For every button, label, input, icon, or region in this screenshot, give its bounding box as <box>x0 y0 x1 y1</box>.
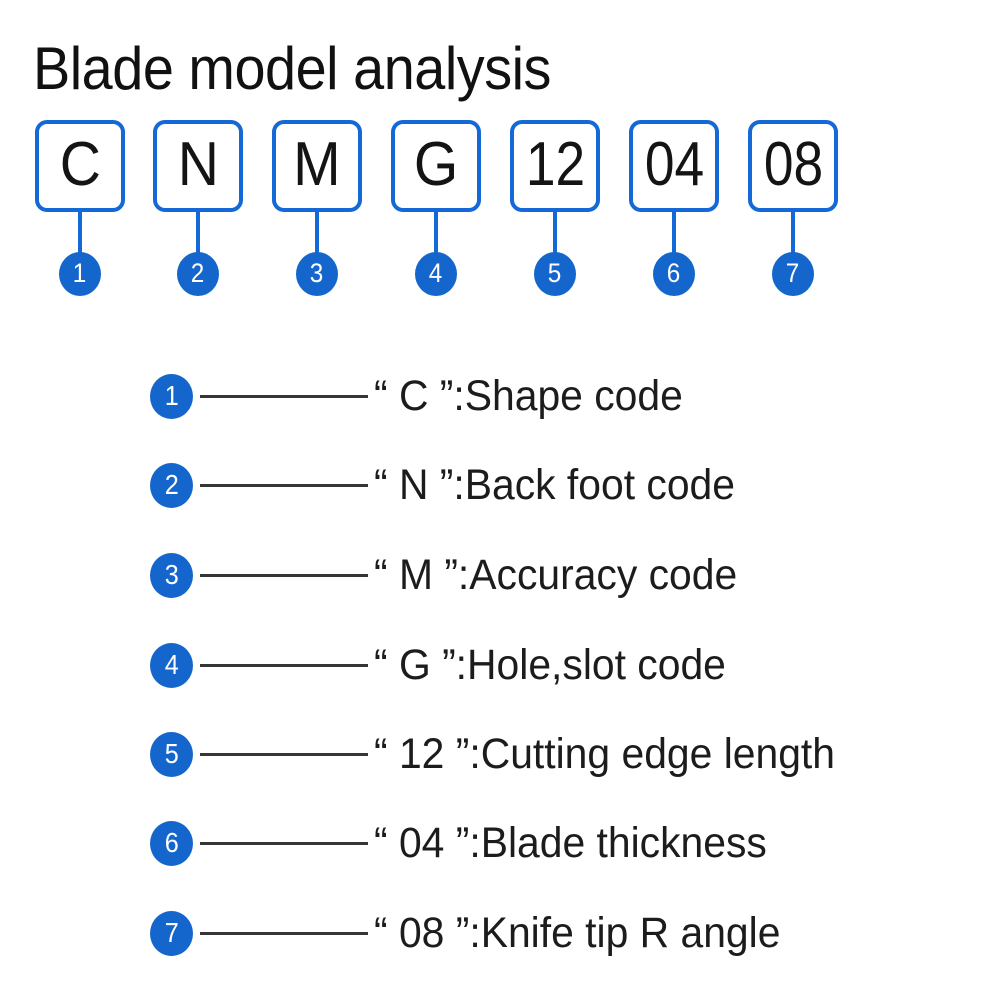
code-box-1-value: C <box>59 130 101 199</box>
legend-connector-line-2 <box>200 484 368 487</box>
code-marker-6[interactable]: 6 <box>653 252 695 296</box>
legend-row-3[interactable]: 3 “ M ”:Accuracy code <box>0 551 1001 609</box>
code-marker-5-number: 5 <box>548 258 562 288</box>
legend-marker-7[interactable]: 7 <box>150 911 193 956</box>
legend-row-6[interactable]: 6 “ 04 ”:Blade thickness <box>0 819 1001 877</box>
code-marker-3[interactable]: 3 <box>296 252 338 296</box>
legend-connector-line-4 <box>200 664 368 667</box>
code-marker-3-number: 3 <box>310 258 324 288</box>
connector-stem-1 <box>78 212 82 260</box>
connector-stem-4 <box>434 212 438 260</box>
connector-stem-2 <box>196 212 200 260</box>
legend-connector-line-6 <box>200 842 368 845</box>
legend-marker-2[interactable]: 2 <box>150 463 193 508</box>
code-marker-7-number: 7 <box>786 258 800 288</box>
legend-label-3: “ M ”:Accuracy code <box>374 551 738 599</box>
legend-row-1[interactable]: 1 “ C ”:Shape code <box>0 372 1001 430</box>
legend-marker-4[interactable]: 4 <box>150 643 193 688</box>
legend-row-5[interactable]: 5 “ 12 ”:Cutting edge length <box>0 730 1001 788</box>
code-box-3[interactable]: M <box>272 120 362 212</box>
code-box-4[interactable]: G <box>391 120 481 212</box>
code-marker-2[interactable]: 2 <box>177 252 219 296</box>
code-box-1[interactable]: C <box>35 120 125 212</box>
legend-marker-6-number: 6 <box>164 827 179 858</box>
legend-label-6: “ 04 ”:Blade thickness <box>374 819 767 867</box>
code-marker-2-number: 2 <box>191 258 205 288</box>
legend-label-5: “ 12 ”:Cutting edge length <box>374 730 836 778</box>
legend-label-7: “ 08 ”:Knife tip R angle <box>374 909 781 957</box>
legend-label-4: “ G ”:Hole,slot code <box>374 641 726 689</box>
code-marker-1-number: 1 <box>73 258 87 288</box>
connector-stem-7 <box>791 212 795 260</box>
legend-marker-3[interactable]: 3 <box>150 553 193 598</box>
legend-marker-1[interactable]: 1 <box>150 374 193 419</box>
legend-marker-4-number: 4 <box>164 649 179 680</box>
legend-connector-line-3 <box>200 574 368 577</box>
legend-connector-line-7 <box>200 932 368 935</box>
legend-label-2: “ N ”:Back foot code <box>374 461 735 509</box>
legend-marker-5[interactable]: 5 <box>150 732 193 777</box>
legend-marker-6[interactable]: 6 <box>150 821 193 866</box>
legend-marker-1-number: 1 <box>164 380 179 411</box>
legend-row-2[interactable]: 2 “ N ”:Back foot code <box>0 461 1001 519</box>
connector-stem-5 <box>553 212 557 260</box>
code-box-7[interactable]: 08 <box>748 120 838 212</box>
code-marker-4-number: 4 <box>429 258 443 288</box>
code-marker-4[interactable]: 4 <box>415 252 457 296</box>
code-box-2-value: N <box>177 130 219 199</box>
connector-stem-6 <box>672 212 676 260</box>
code-box-3-value: M <box>293 130 341 199</box>
code-box-5-value: 12 <box>525 130 585 199</box>
code-marker-6-number: 6 <box>667 258 681 288</box>
code-marker-7[interactable]: 7 <box>772 252 814 296</box>
page-title: Blade model analysis <box>33 35 551 102</box>
code-box-6[interactable]: 04 <box>629 120 719 212</box>
legend-row-7[interactable]: 7 “ 08 ”:Knife tip R angle <box>0 909 1001 967</box>
code-marker-5[interactable]: 5 <box>534 252 576 296</box>
legend-marker-7-number: 7 <box>164 917 179 948</box>
code-box-7-value: 08 <box>763 130 823 199</box>
legend-connector-line-1 <box>200 395 368 398</box>
code-box-4-value: G <box>413 130 459 199</box>
code-box-2[interactable]: N <box>153 120 243 212</box>
legend-row-4[interactable]: 4 “ G ”:Hole,slot code <box>0 641 1001 699</box>
connector-stem-3 <box>315 212 319 260</box>
legend-marker-2-number: 2 <box>164 469 179 500</box>
legend-connector-line-5 <box>200 753 368 756</box>
legend-label-1: “ C ”:Shape code <box>374 372 683 420</box>
code-marker-1[interactable]: 1 <box>59 252 101 296</box>
code-box-6-value: 04 <box>644 130 704 199</box>
code-box-row: C N M G 12 04 08 <box>0 120 1001 220</box>
code-box-5[interactable]: 12 <box>510 120 600 212</box>
legend-marker-3-number: 3 <box>164 559 179 590</box>
legend-marker-5-number: 5 <box>164 738 179 769</box>
